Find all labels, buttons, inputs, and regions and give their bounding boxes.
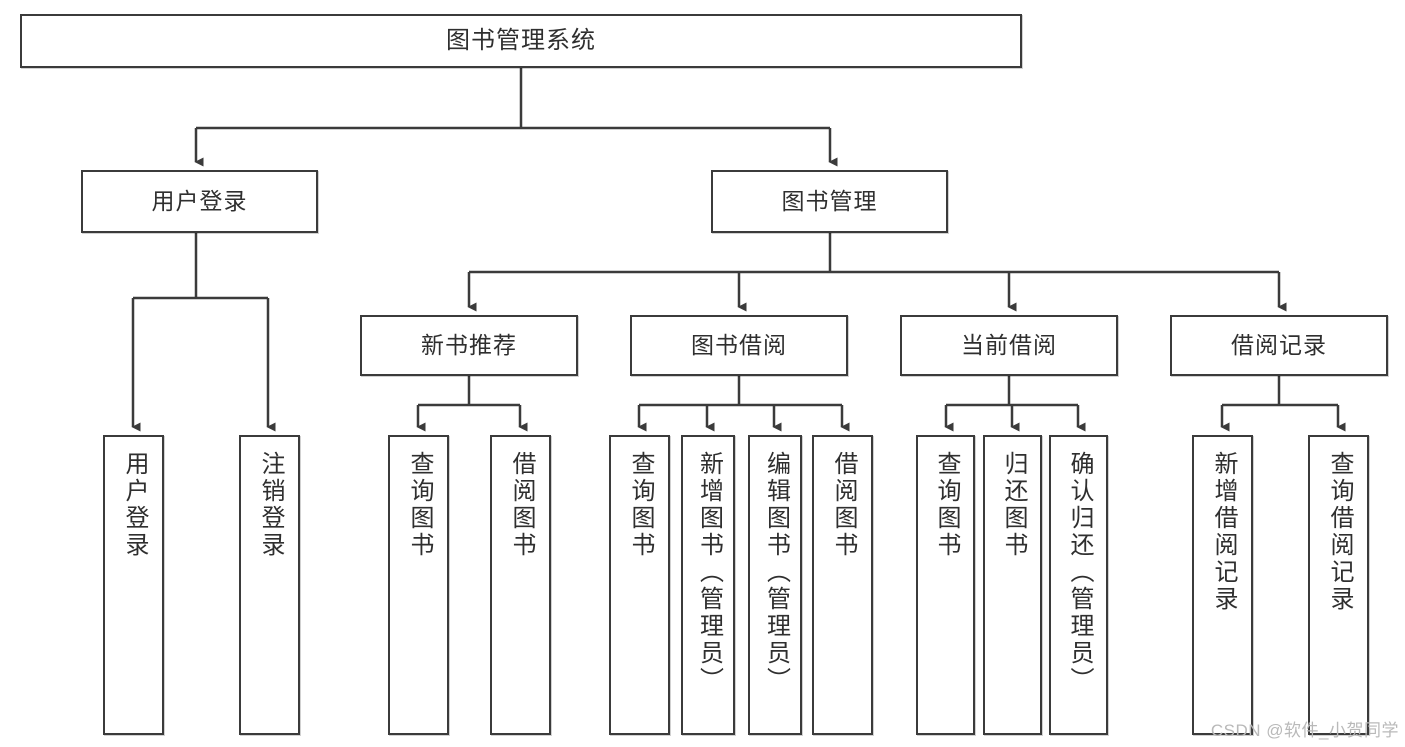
node-leaf-return-book[interactable]: 归还图书: [983, 435, 1042, 735]
node-borrow-record[interactable]: 借阅记录: [1170, 315, 1388, 376]
node-leaf-borrow-book-2[interactable]: 借阅图书: [812, 435, 873, 735]
node-label: 当前借阅: [961, 331, 1057, 358]
node-label: 借阅图书: [507, 451, 535, 559]
node-book-borrow[interactable]: 图书借阅: [630, 315, 848, 376]
node-label: 新增借阅记录: [1209, 451, 1237, 613]
node-leaf-query-book-3[interactable]: 查询图书: [916, 435, 975, 735]
node-leaf-user-login[interactable]: 用户登录: [103, 435, 164, 735]
node-label: 编辑图书（管理员）: [762, 451, 790, 694]
node-leaf-add-record[interactable]: 新增借阅记录: [1192, 435, 1253, 735]
node-book-manage[interactable]: 图书管理: [711, 170, 948, 233]
node-leaf-query-book-2[interactable]: 查询图书: [609, 435, 670, 735]
node-label: 查询图书: [405, 451, 433, 559]
node-label: 用户登录: [120, 451, 148, 559]
node-label: 查询借阅记录: [1325, 451, 1353, 613]
node-label: 确认归还（管理员）: [1065, 451, 1093, 694]
node-label: 图书借阅: [691, 331, 787, 358]
node-label: 用户登录: [151, 187, 248, 214]
node-label: 新书推荐: [421, 331, 517, 358]
node-user-login[interactable]: 用户登录: [81, 170, 318, 233]
node-label: 查询图书: [932, 451, 960, 559]
node-leaf-query-book-1[interactable]: 查询图书: [388, 435, 449, 735]
node-leaf-logout-login[interactable]: 注销登录: [239, 435, 300, 735]
node-leaf-add-book[interactable]: 新增图书（管理员）: [681, 435, 735, 735]
node-leaf-edit-book[interactable]: 编辑图书（管理员）: [748, 435, 802, 735]
node-root-system[interactable]: 图书管理系统: [20, 14, 1022, 68]
node-label: 查询图书: [626, 451, 654, 559]
node-leaf-query-record[interactable]: 查询借阅记录: [1308, 435, 1369, 735]
node-label: 借阅记录: [1231, 331, 1327, 358]
node-leaf-confirm-return[interactable]: 确认归还（管理员）: [1049, 435, 1108, 735]
node-label: 新增图书（管理员）: [695, 451, 723, 694]
node-new-book-recommend[interactable]: 新书推荐: [360, 315, 578, 376]
node-current-borrow[interactable]: 当前借阅: [900, 315, 1118, 376]
node-leaf-borrow-book-1[interactable]: 借阅图书: [490, 435, 551, 735]
node-label: 归还图书: [999, 451, 1027, 559]
node-label: 图书管理系统: [446, 26, 596, 54]
watermark: CSDN @软件_小贺同学: [1210, 721, 1399, 740]
node-label: 借阅图书: [829, 451, 857, 559]
node-label: 图书管理: [781, 187, 878, 214]
node-label: 注销登录: [256, 451, 284, 559]
